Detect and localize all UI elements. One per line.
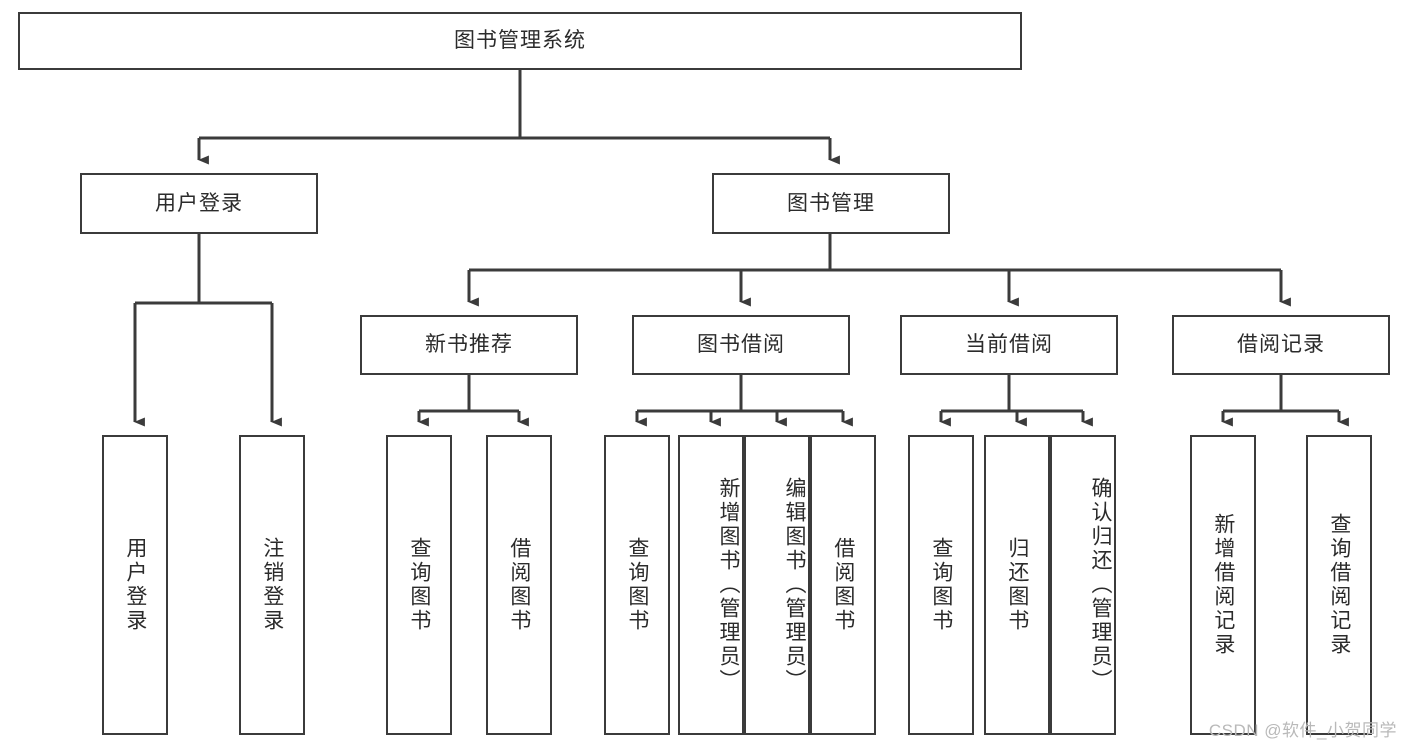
node-current-borrow[interactable]: 当前借阅 xyxy=(900,315,1118,375)
node-borrow-record[interactable]: 借阅记录 xyxy=(1172,315,1390,375)
node-root[interactable]: 图书管理系统 xyxy=(18,12,1022,70)
leaf-add-borrow-record[interactable]: 新增借阅记录 xyxy=(1190,435,1256,735)
leaf-add-book-admin[interactable]: 新增图书（管理员） xyxy=(678,435,744,735)
leaf-logout-login[interactable]: 注销登录 xyxy=(239,435,305,735)
leaf-edit-book-admin[interactable]: 编辑图书（管理员） xyxy=(744,435,810,735)
leaf-query-book-borrow[interactable]: 查询图书 xyxy=(604,435,670,735)
leaf-query-borrow-record[interactable]: 查询借阅记录 xyxy=(1306,435,1372,735)
csdn-watermark: CSDN @软件_小贺同学 xyxy=(1208,721,1397,740)
leaf-confirm-return-admin[interactable]: 确认归还（管理员） xyxy=(1050,435,1116,735)
node-new-book-recommend[interactable]: 新书推荐 xyxy=(360,315,578,375)
leaf-borrow-book-recommend[interactable]: 借阅图书 xyxy=(486,435,552,735)
node-book-manage[interactable]: 图书管理 xyxy=(712,173,950,234)
leaf-user-login[interactable]: 用户登录 xyxy=(102,435,168,735)
leaf-return-book[interactable]: 归还图书 xyxy=(984,435,1050,735)
leaf-query-book-current[interactable]: 查询图书 xyxy=(908,435,974,735)
node-user-login[interactable]: 用户登录 xyxy=(80,173,318,234)
leaf-borrow-book[interactable]: 借阅图书 xyxy=(810,435,876,735)
leaf-query-book-recommend[interactable]: 查询图书 xyxy=(386,435,452,735)
node-book-borrow[interactable]: 图书借阅 xyxy=(632,315,850,375)
